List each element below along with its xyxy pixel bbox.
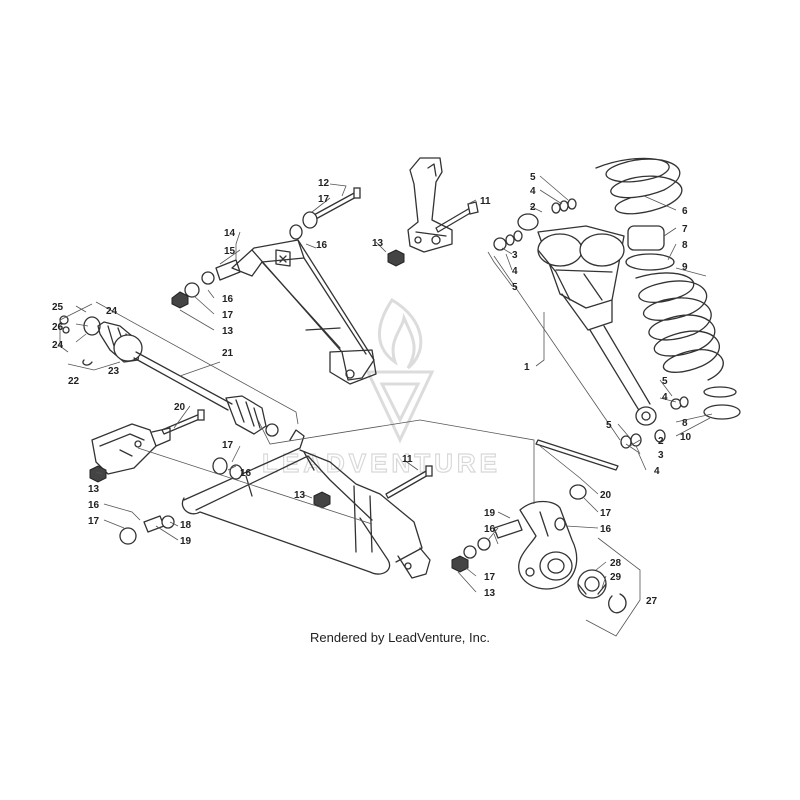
callout-13: 13 [294,490,306,501]
callout-3: 3 [658,450,664,461]
callout-28: 28 [610,558,622,569]
callout-13: 13 [222,326,234,337]
shock-bottom-hardware [620,396,689,449]
callout-24: 24 [106,306,118,317]
snap-ring [608,593,627,614]
callout-11: 11 [402,454,413,465]
shock-top-hardware [493,198,577,251]
callout-8: 8 [682,240,688,251]
wheel-bearing [577,569,607,599]
lower-pivot-bolt-front [161,409,205,435]
leader-lines [59,175,713,637]
callout-16: 16 [88,500,100,511]
callout-17: 17 [600,508,612,519]
lower-pivot-bolt-rear [385,465,433,499]
callout-21: 21 [222,348,234,359]
upper-a-arm [231,239,377,385]
callout-15: 15 [224,246,236,257]
shock-mount-bracket [407,157,453,253]
lower-bushings [89,457,331,545]
callout-27: 27 [646,596,658,607]
callout-3: 3 [512,250,518,261]
callout-5: 5 [606,420,612,431]
callout-4: 4 [654,466,660,477]
callout-16: 16 [316,240,328,251]
callout-5: 5 [530,172,536,183]
callout-4: 4 [512,266,518,277]
callout-25: 25 [52,302,64,313]
callout-1: 1 [524,362,530,373]
callout-4: 4 [662,392,668,403]
callout-23: 23 [108,366,120,377]
callout-13: 13 [372,238,384,249]
callout-17: 17 [484,572,496,583]
callout-19: 19 [484,508,496,519]
callout-16: 16 [240,468,252,479]
callout-16: 16 [222,294,234,305]
callout-5: 5 [512,282,518,293]
callout-labels: 12 17 16 14 15 16 17 13 11 13 5 4 2 3 4 … [52,172,692,607]
callout-4: 4 [530,186,536,197]
callout-13: 13 [88,484,100,495]
callout-16: 16 [484,524,496,535]
callout-11: 11 [480,196,491,207]
callout-26: 26 [52,322,64,333]
lower-frame-bracket [91,423,171,475]
callout-17: 17 [222,440,234,451]
shock-absorber [517,213,657,426]
callout-29: 29 [610,572,622,583]
callout-2: 2 [530,202,536,213]
callout-8: 8 [682,418,688,429]
upper-bushing-parts [171,211,318,309]
knuckle-hardware [451,439,619,573]
callout-7: 7 [682,224,688,235]
render-credit: Rendered by LeadVenture, Inc. [310,630,490,645]
watermark-text: LEADVENTURE [262,448,501,478]
callout-9: 9 [682,262,688,273]
bracket-bolt [435,201,479,233]
callout-24: 24 [52,340,64,351]
callout-20: 20 [174,402,186,413]
callout-17: 17 [88,516,100,527]
callout-18: 18 [180,520,192,531]
callout-10: 10 [680,432,692,443]
callout-17: 17 [318,194,330,205]
watermark-logo [365,297,435,444]
callout-20: 20 [600,490,612,501]
callout-14: 14 [224,228,236,239]
callout-22: 22 [68,376,80,387]
bracket-nut [387,249,405,267]
callout-12: 12 [318,178,330,189]
steering-knuckle [518,484,587,590]
callout-5: 5 [662,376,668,387]
callout-19: 19 [180,536,192,547]
cv-drive-axle [83,316,279,437]
callout-6: 6 [682,206,688,217]
callout-13: 13 [484,588,496,599]
coil-spring [595,157,741,420]
callout-16: 16 [600,524,612,535]
callout-17: 17 [222,310,234,321]
lower-a-arm [181,429,431,579]
callout-2: 2 [658,436,664,447]
